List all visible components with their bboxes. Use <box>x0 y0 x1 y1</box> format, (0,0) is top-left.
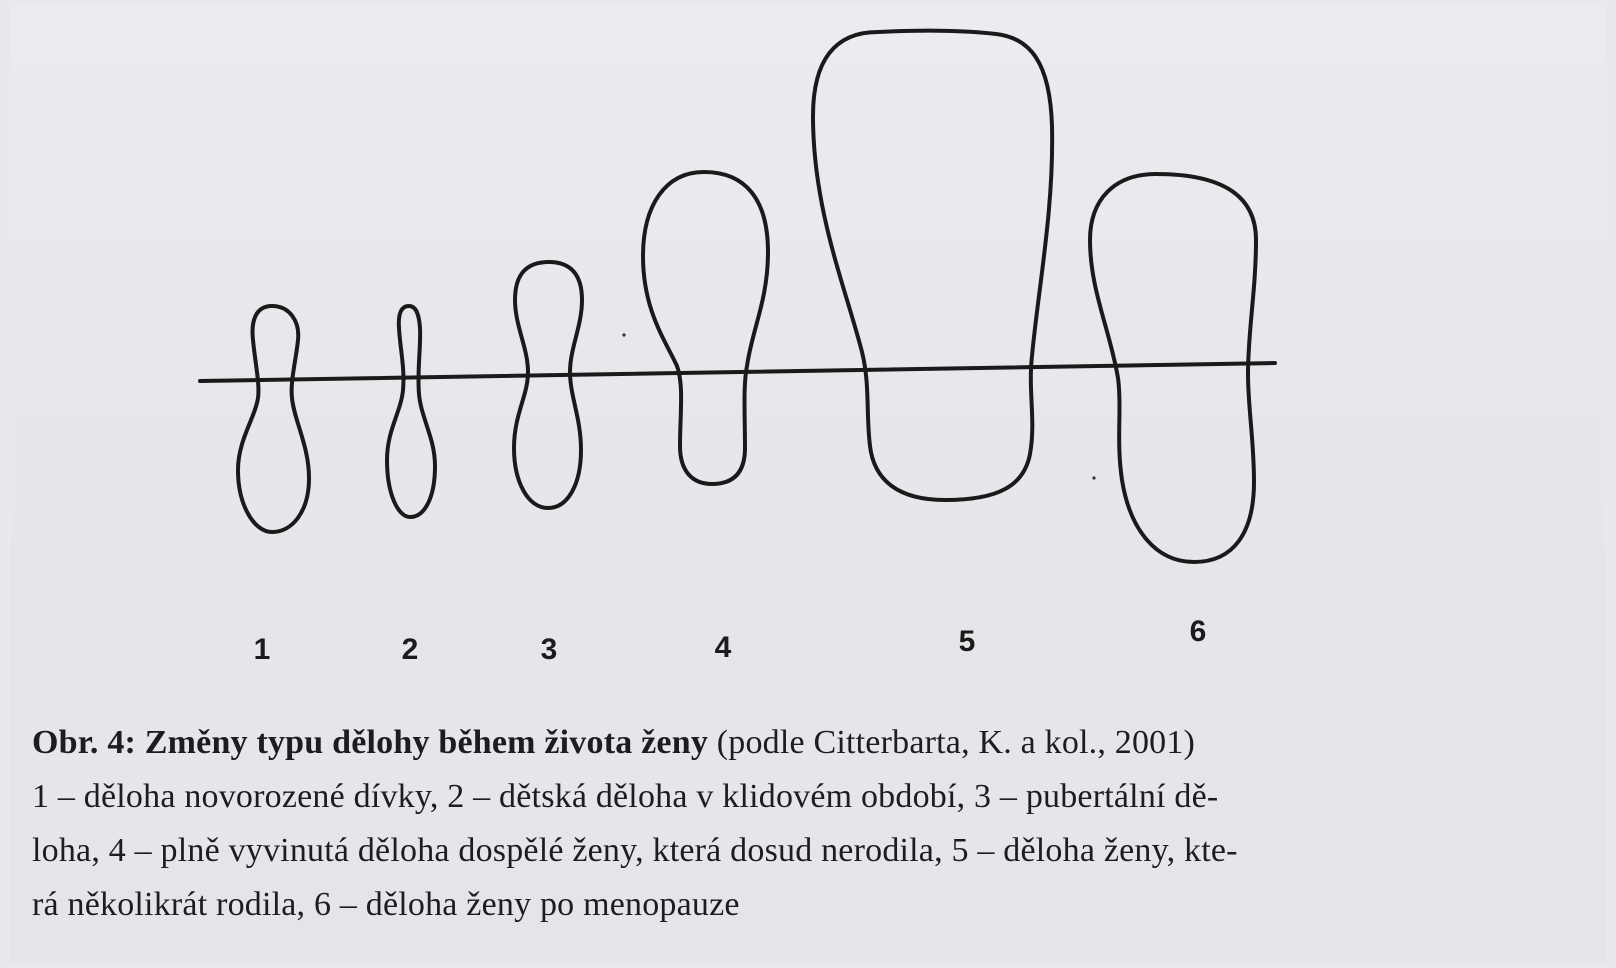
caption-title: Obr. 4: Změny typu dělohy během života ž… <box>32 724 709 761</box>
caption-line-2: loha, 4 – plně vyvinutá děloha dospělé ž… <box>32 832 1238 869</box>
caption-line-1: 1 – děloha novorozené dívky, 2 – dětská … <box>32 778 1219 815</box>
caption-title-line: Obr. 4: Změny typu dělohy během života ž… <box>32 716 1592 770</box>
uterus-shape-1 <box>236 304 311 534</box>
shape-label-2: 2 <box>402 633 419 666</box>
caption-line-3: rá několikrát rodila, 6 – děloha ženy po… <box>32 886 740 923</box>
figure-caption: Obr. 4: Změny typu dělohy během života ž… <box>32 716 1592 932</box>
reference-line <box>198 361 1277 383</box>
scan-speck <box>1092 476 1096 480</box>
uterus-shape-2 <box>385 304 437 519</box>
uterus-shape-5 <box>811 28 1055 502</box>
shape-label-1: 1 <box>254 633 271 666</box>
uterus-shape-4 <box>641 170 770 486</box>
scanned-page <box>10 6 1606 962</box>
uterus-shape-3 <box>512 260 584 510</box>
scan-speck <box>622 333 626 337</box>
shape-label-5: 5 <box>959 625 976 658</box>
shape-label-4: 4 <box>715 631 732 664</box>
uterus-shape-6 <box>1088 172 1258 564</box>
caption-source: (podle Citterbarta, K. a kol., 2001) <box>708 724 1196 761</box>
shape-label-3: 3 <box>541 633 558 666</box>
shape-label-6: 6 <box>1190 615 1207 648</box>
